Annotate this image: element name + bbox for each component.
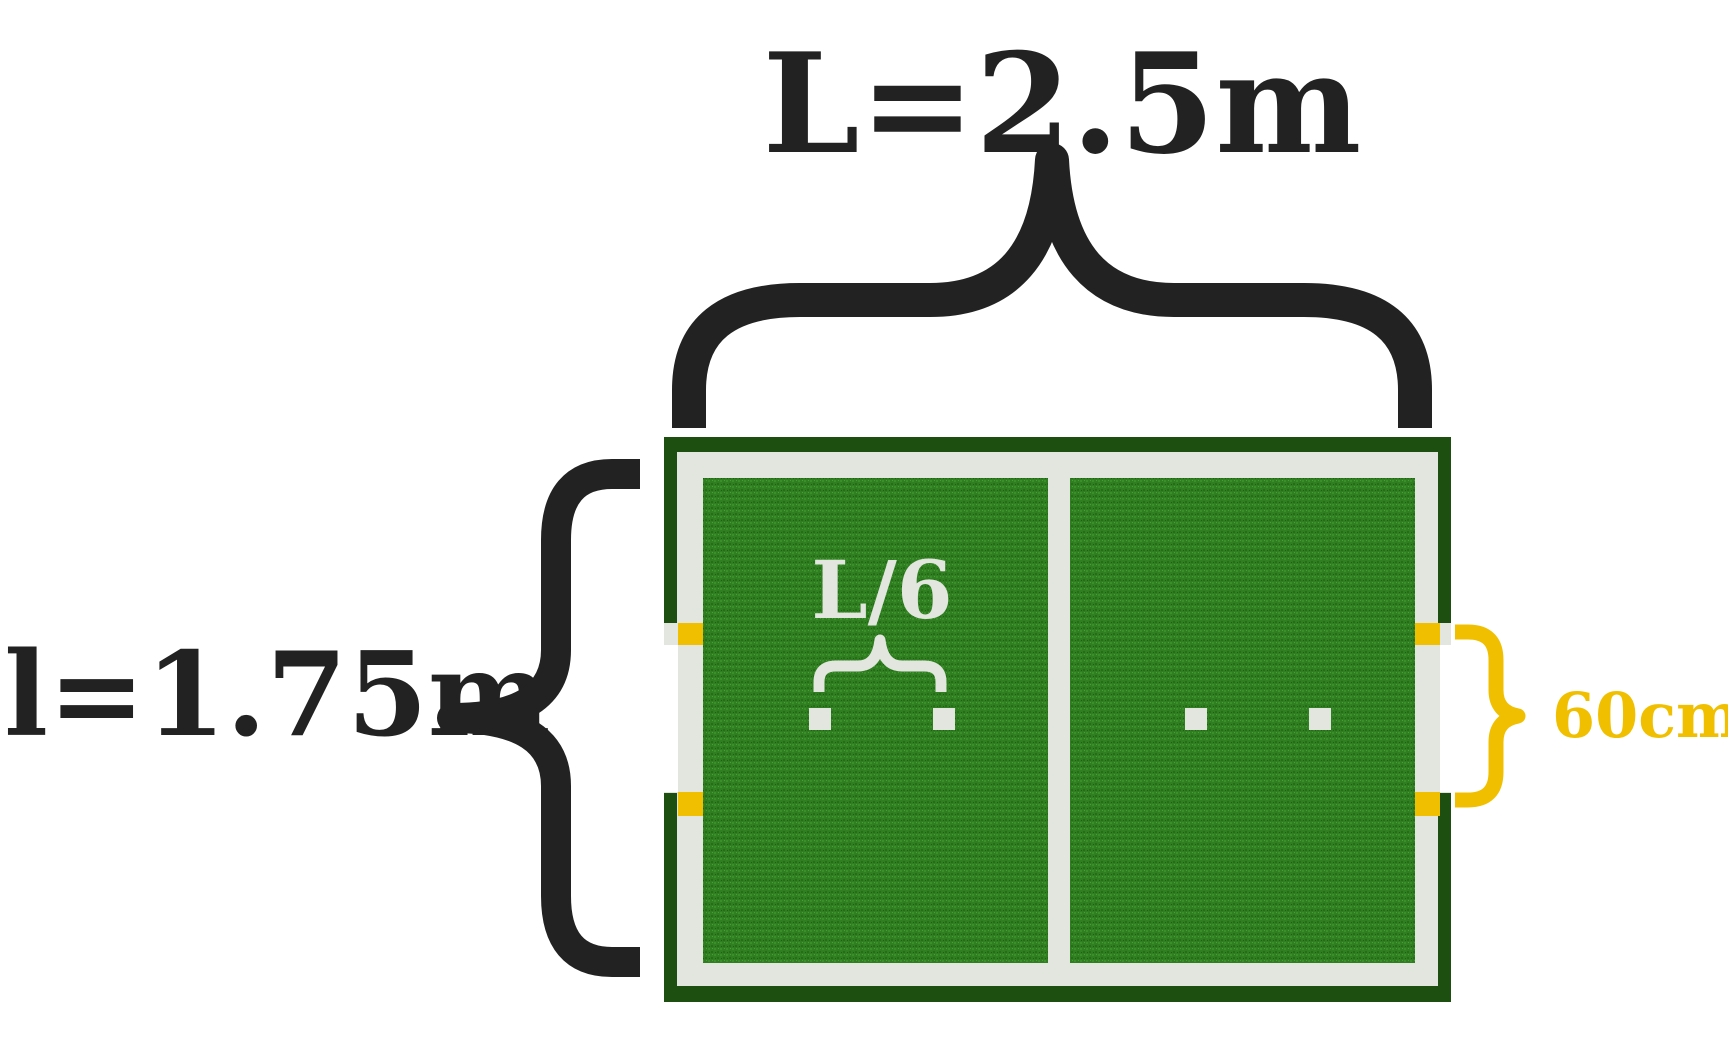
left-goal-post-top xyxy=(678,623,703,645)
rod-marker xyxy=(1309,708,1331,730)
width-brace-icon xyxy=(437,459,640,977)
rod-marker xyxy=(809,708,831,730)
segment-brace-icon xyxy=(813,634,947,692)
width-label: l=1.75m xyxy=(4,627,551,763)
field xyxy=(664,437,1451,1002)
left-goal-gap xyxy=(664,645,678,792)
length-brace-icon xyxy=(672,143,1432,428)
field-right-half xyxy=(1070,478,1415,963)
rod-marker xyxy=(1185,708,1207,730)
left-goal-post-bottom xyxy=(678,792,703,816)
right-goal-gap xyxy=(1440,645,1451,792)
goal-brace-icon xyxy=(1455,624,1526,808)
segment-label: L/6 xyxy=(811,543,952,637)
rod-marker xyxy=(933,708,955,730)
goal-width-label: 60cm xyxy=(1552,679,1728,752)
field-left-half xyxy=(703,478,1048,963)
right-goal-post-bottom xyxy=(1415,792,1440,816)
right-goal-post-top xyxy=(1415,623,1440,645)
